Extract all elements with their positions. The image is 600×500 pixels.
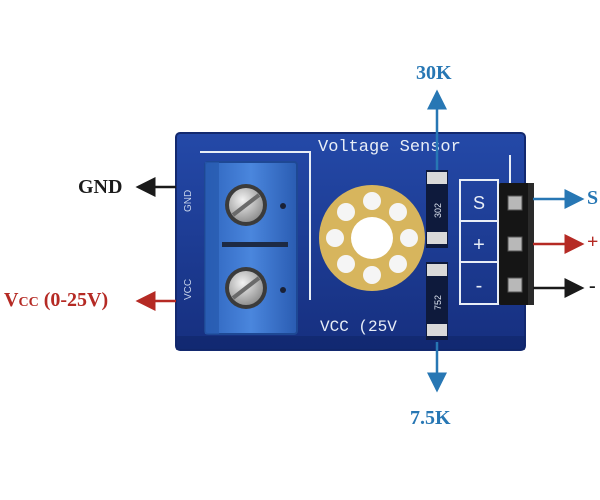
pin-minus-silk: - [476,275,483,297]
label-vcc-range-text: (0-25V) [38,289,109,311]
screw-top [225,184,267,226]
header-pin-plus [507,236,523,252]
resistor-30k: 302 [426,170,448,248]
header-pins [499,183,534,305]
mounting-hole [319,185,425,291]
header-pin-s [507,195,523,211]
label-s: S [587,187,599,209]
header-pin-minus [507,277,523,293]
label-30k: 30K [416,62,452,84]
label-vcc-range: VCC (0-25V) [4,290,108,310]
label-vcc-v: V [4,289,19,311]
resistor-top-code: 302 [433,203,443,218]
screw-bottom [225,267,267,309]
board-title: Voltage Sensor [318,138,461,157]
resistor-bottom-code: 752 [433,295,443,310]
label-plus: + [587,231,599,253]
label-7-5k: 7.5K [410,407,451,429]
resistor-7-5k: 752 [426,262,448,340]
label-gnd: GND [78,176,123,198]
pin-label-box: S + - [459,179,499,305]
vcc-silk-label: VCC (25V [320,318,397,336]
pin-plus-silk: + [473,234,485,256]
label-minus: - [589,275,596,297]
terminal-gnd-silk: GND [183,190,194,212]
label-vcc-sub: CC [18,295,39,310]
terminal-divider [222,242,288,247]
terminal-vcc-silk: VCC [183,279,194,300]
screw-terminal-block [204,161,298,335]
pin-s-silk: S [473,193,485,213]
silkscreen-outline [200,151,311,300]
